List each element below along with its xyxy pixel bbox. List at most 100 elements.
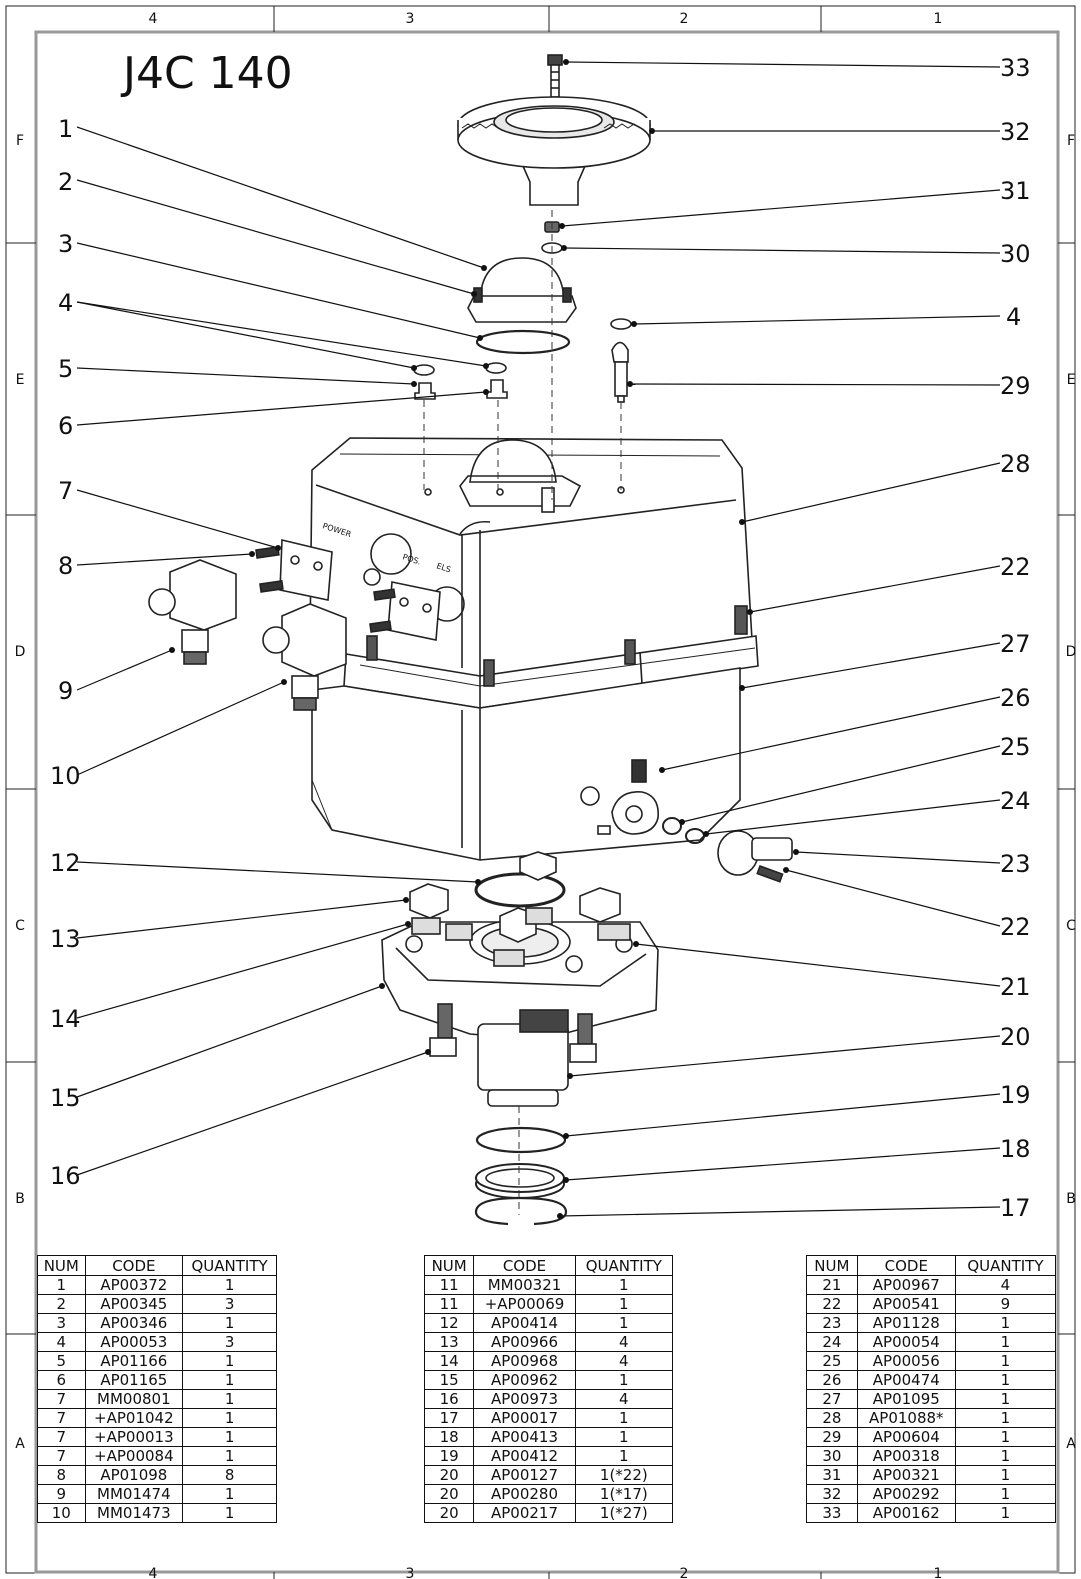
callout-26: 26 [1000,684,1031,712]
part-5-fitting [414,382,436,400]
bom-cell-code: AP00973 [473,1389,576,1409]
leader-lines-left [76,126,487,1176]
bom-cell-num: 17 [423,1408,475,1428]
bom-col-code: CODE [473,1255,576,1276]
callout-19: 19 [1000,1081,1031,1109]
part-4-oring [610,318,632,330]
bom-cell-num: 15 [423,1370,475,1390]
part-16-bolts [429,1003,597,1063]
bom-cell-quantity: 1 [954,1408,1057,1428]
part-12-oring [474,872,566,908]
callout-7: 7 [58,477,73,505]
callout-17: 17 [1000,1194,1031,1222]
drawing-frame [5,5,1076,1579]
bom-cell-code: AP00962 [473,1370,576,1390]
zone-col-bottom: 3 [406,1566,415,1579]
part-33-screw [547,54,563,98]
part-1-dome-cover [467,257,577,323]
bom-cell-num: 5 [37,1351,86,1371]
bom-cell-code: AP00321 [856,1465,956,1485]
bom-cell-num: 20 [423,1503,475,1523]
bom-cell-num: 29 [806,1427,858,1447]
bom-cell-num: 22 [806,1294,858,1314]
bom-col-num: NUM [806,1255,858,1276]
bom-cell-code: +AP00013 [84,1427,184,1447]
bom-cell-code: AP00017 [473,1408,576,1428]
bom-cell-quantity: 1 [182,1446,277,1466]
bom-cell-code: AP00053 [84,1332,184,1352]
bom-cell-quantity: 4 [574,1332,674,1352]
part-20-bushing [477,1009,569,1107]
bom-header-row: NUM CODE QUANTITY [423,1255,674,1276]
callout-23: 23 [1000,850,1031,878]
bom-cell-code: MM00801 [84,1389,184,1409]
bom-cell-num: 33 [806,1503,858,1523]
bom-cell-code: AP00346 [84,1313,184,1333]
bom-cell-quantity: 1 [954,1389,1057,1409]
bom-cell-quantity: 4 [574,1389,674,1409]
bom-cell-quantity: 8 [182,1465,277,1485]
callout-29: 29 [1000,372,1031,400]
callout-1: 1 [58,115,73,143]
bom-cell-num: 24 [806,1332,858,1352]
bom-cell-num: 23 [806,1313,858,1333]
bom-cell-num: 2 [37,1294,86,1314]
callout-9: 9 [58,677,73,705]
bom-cell-code: +AP00084 [84,1446,184,1466]
bom-cell-quantity: 1 [182,1427,277,1447]
bom-cell-quantity: 1 [954,1503,1057,1523]
zone-col-bottom: 2 [680,1566,689,1579]
part-29-shaft [611,341,629,403]
bom-cell-num: 6 [37,1370,86,1390]
callout-13: 13 [50,925,81,953]
part-4-oring [485,362,507,374]
leader-arrowheads [169,59,799,1219]
bom-cell-quantity: 1(*22) [574,1465,674,1485]
bom-cell-num: 20 [423,1484,475,1504]
callout-32: 32 [1000,118,1031,146]
part-19-oring [475,1126,567,1154]
bom-cell-quantity: 1 [182,1351,277,1371]
bom-cell-code: AP01088* [856,1408,956,1428]
bom-col-num: NUM [423,1255,475,1276]
zone-row-right: E [1067,372,1076,388]
bom-cell-code: AP00474 [856,1370,956,1390]
bom-cell-num: 30 [806,1446,858,1466]
bom-cell-code: AP01128 [856,1313,956,1333]
bom-cell-quantity: 1 [182,1389,277,1409]
bom-cell-code: AP00054 [856,1332,956,1352]
bom-cell-num: 28 [806,1408,858,1428]
bom-cell-code: AP00345 [84,1294,184,1314]
bom-cell-num: 7 [37,1446,86,1466]
zone-row-left: C [15,918,25,934]
zone-row-right: D [1066,644,1077,660]
bom-col-code: CODE [856,1255,956,1276]
callout-22-lower: 22 [1000,913,1031,941]
bom-cell-code: AP00413 [473,1427,576,1447]
part-3-oring [475,329,571,355]
bom-cell-num: 21 [806,1275,858,1295]
callout-22-upper: 22 [1000,553,1031,581]
bom-cell-num: 19 [423,1446,475,1466]
bom-cell-quantity: 1 [574,1408,674,1428]
bom-cell-quantity: 1 [182,1408,277,1428]
zone-row-left: E [16,372,25,388]
bom-cell-code: AP01098 [84,1465,184,1485]
